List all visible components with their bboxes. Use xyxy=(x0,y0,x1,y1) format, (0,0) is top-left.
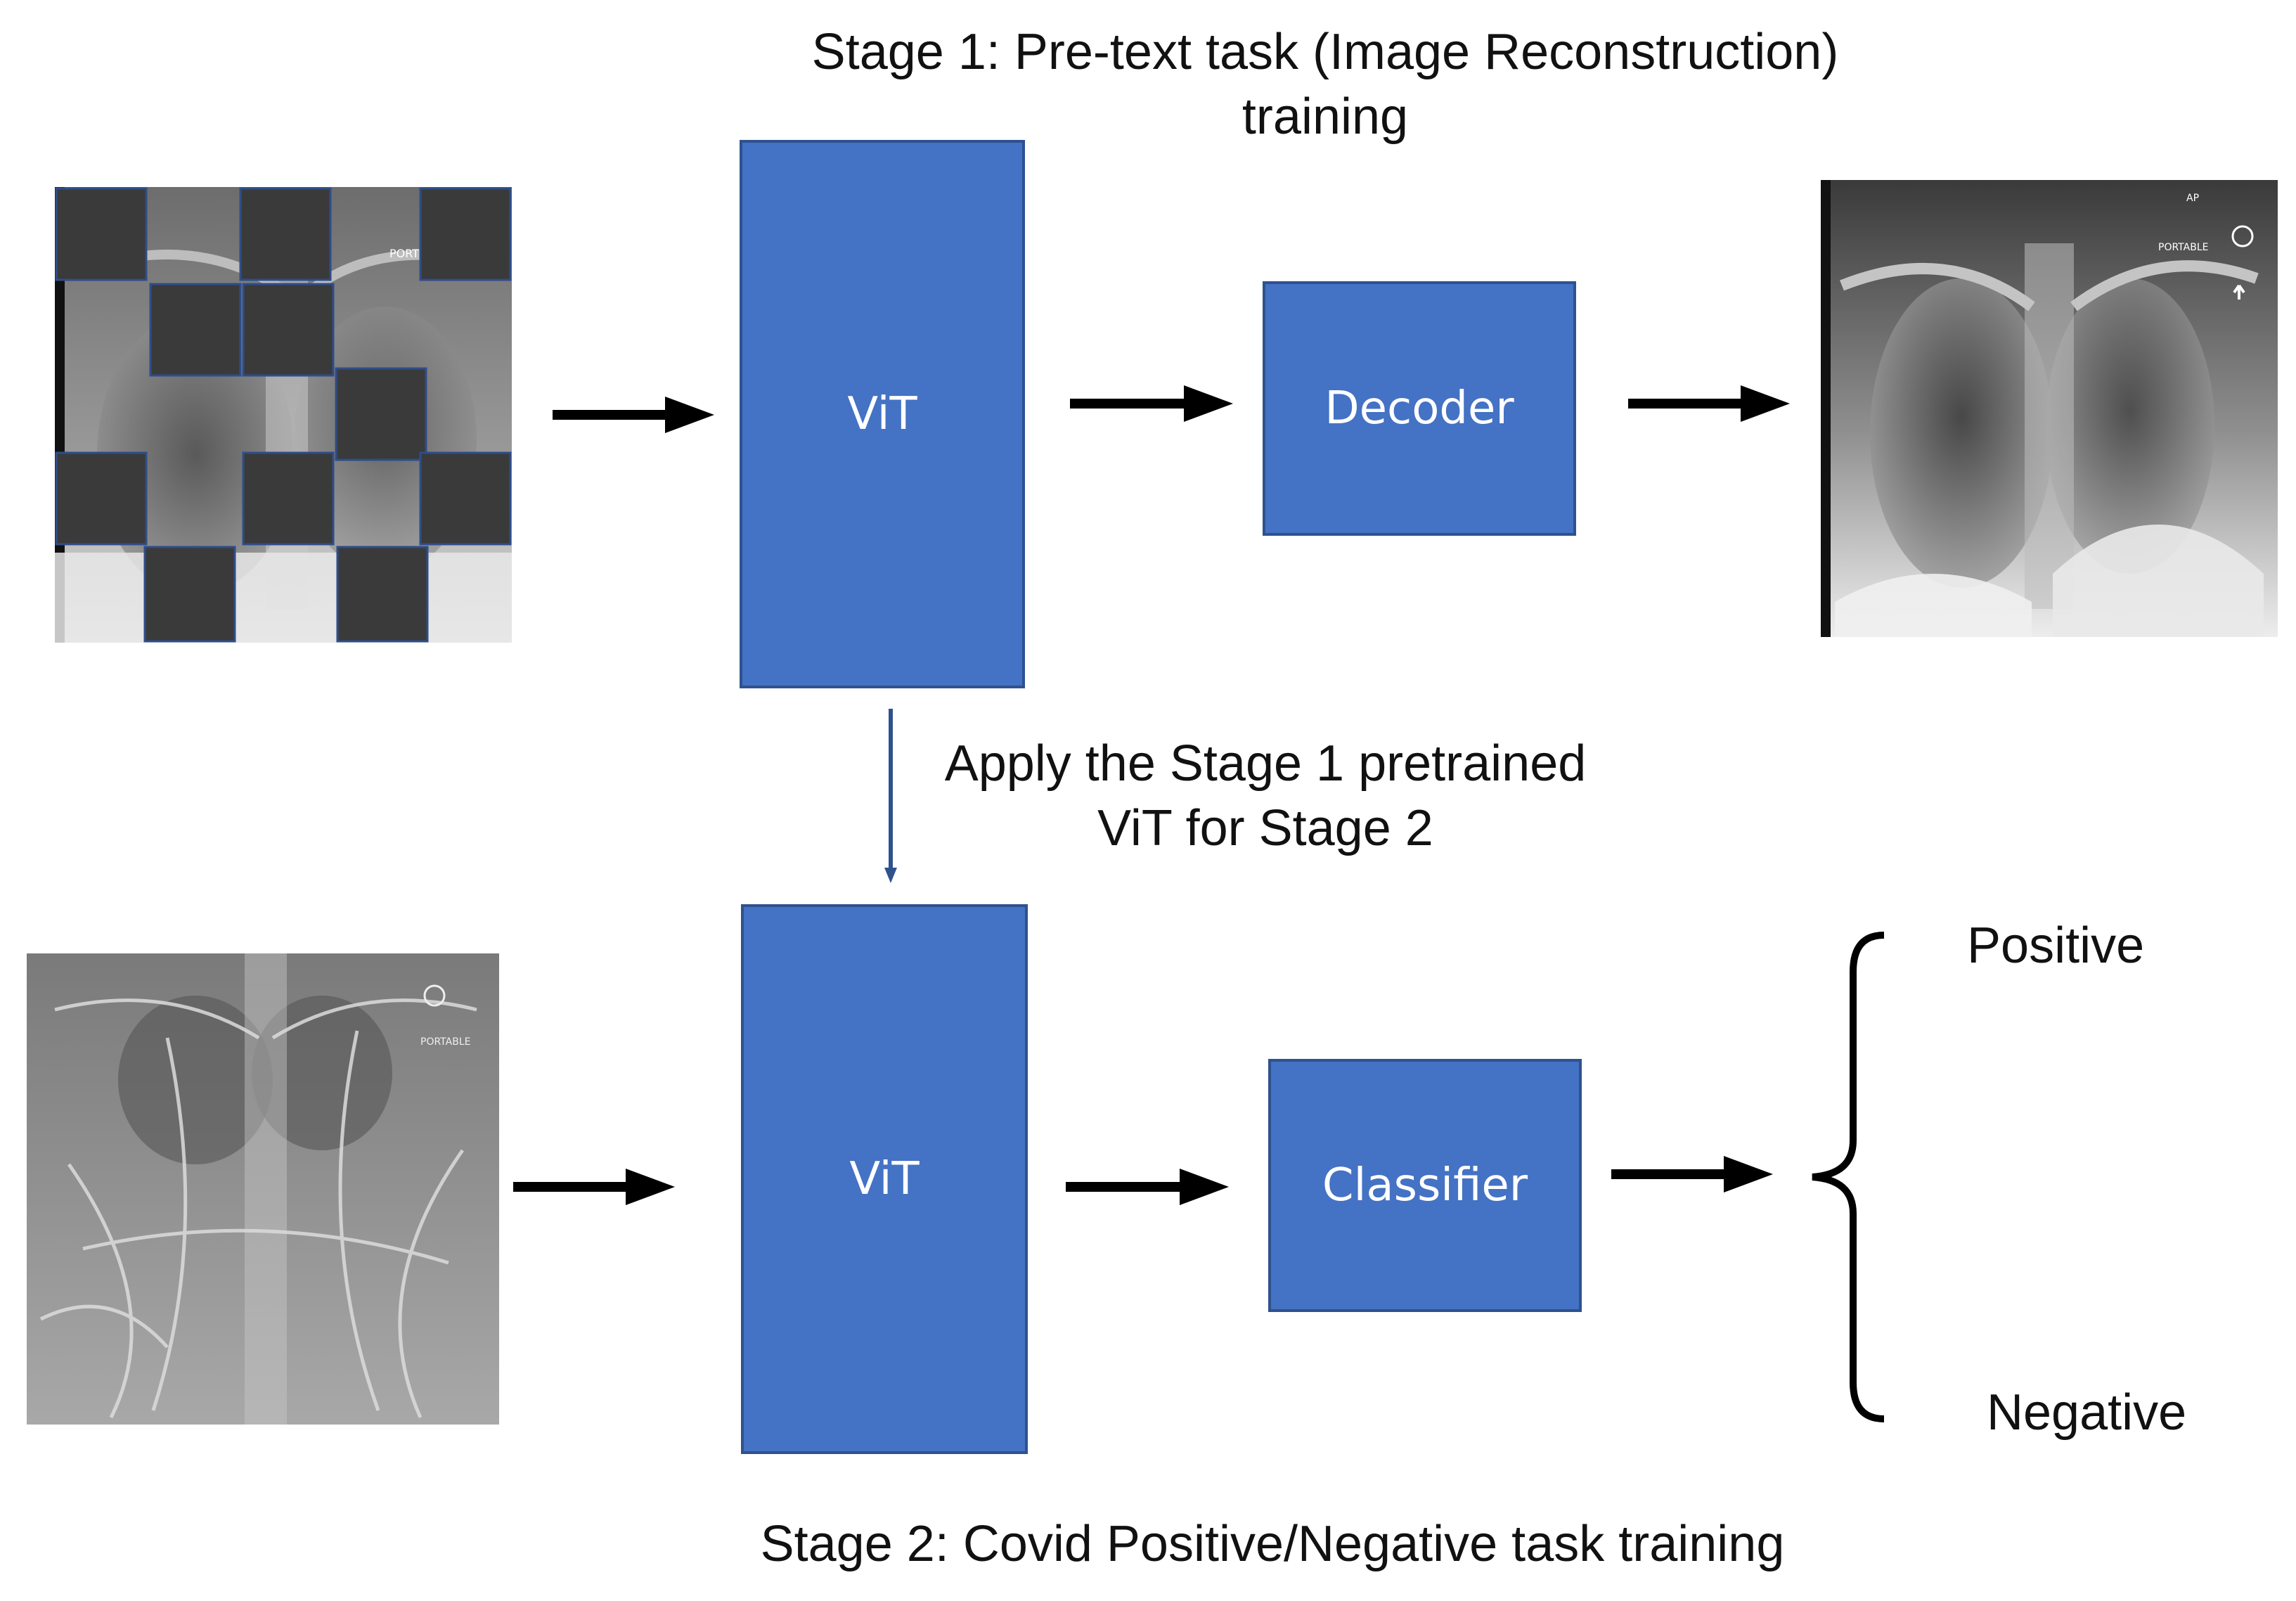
output-negative: Negative xyxy=(1987,1384,2187,1441)
output-positive: Positive xyxy=(1967,918,2145,974)
stage1-title-line1: Stage 1: Pre-text task (Image Reconstruc… xyxy=(811,24,1839,80)
transfer-caption: Apply the Stage 1 pretrained ViT for Sta… xyxy=(914,731,1617,861)
stage2-caption: Stage 2: Covid Positive/Negative task tr… xyxy=(760,1516,1785,1572)
svg-text:PORT: PORT xyxy=(389,247,419,260)
stage1-title: Stage 1: Pre-text task (Image Reconstruc… xyxy=(703,20,1947,149)
decoder-label: Decoder xyxy=(1324,382,1514,435)
transfer-caption-line2: ViT for Stage 2 xyxy=(1097,800,1433,856)
arrow-decoder-to-output xyxy=(1628,385,1790,422)
classifier-label: Classifier xyxy=(1322,1159,1528,1211)
vit-label-stage2: ViT xyxy=(849,1153,920,1205)
output-brace xyxy=(1812,932,1885,1422)
arrow-vit-to-decoder xyxy=(1070,385,1233,422)
decoder-block: Decoder xyxy=(1263,281,1576,536)
masked-xray-graphic: PORT xyxy=(55,187,512,643)
reconstructed-xray-image: AP PORTABLE xyxy=(1821,180,2278,637)
vit-block-stage1: ViT xyxy=(740,140,1025,688)
arrow-input-to-vit-stage1 xyxy=(553,397,714,433)
transfer-arrow xyxy=(884,709,897,883)
reconstructed-xray-graphic: AP PORTABLE xyxy=(1821,180,2278,637)
vit-block-stage2: ViT xyxy=(741,904,1028,1454)
svg-text:AP: AP xyxy=(2186,193,2199,204)
stage1-title-line2: training xyxy=(1241,89,1409,145)
mask-patches xyxy=(55,187,512,643)
stage2-xray-image: PORTABLE xyxy=(27,953,499,1425)
arrow-input-to-vit-stage2 xyxy=(513,1169,675,1205)
masked-xray-image: PORT xyxy=(55,187,512,643)
svg-text:PORTABLE: PORTABLE xyxy=(2158,242,2208,253)
classifier-block: Classifier xyxy=(1268,1059,1582,1312)
svg-text:PORTABLE: PORTABLE xyxy=(420,1036,470,1048)
arrow-classifier-to-outputs xyxy=(1611,1156,1773,1192)
vit-label-stage1: ViT xyxy=(847,388,917,440)
arrow-vit-to-classifier xyxy=(1066,1169,1229,1205)
stage2-xray-graphic: PORTABLE xyxy=(27,953,499,1425)
transfer-caption-line1: Apply the Stage 1 pretrained xyxy=(944,735,1587,792)
